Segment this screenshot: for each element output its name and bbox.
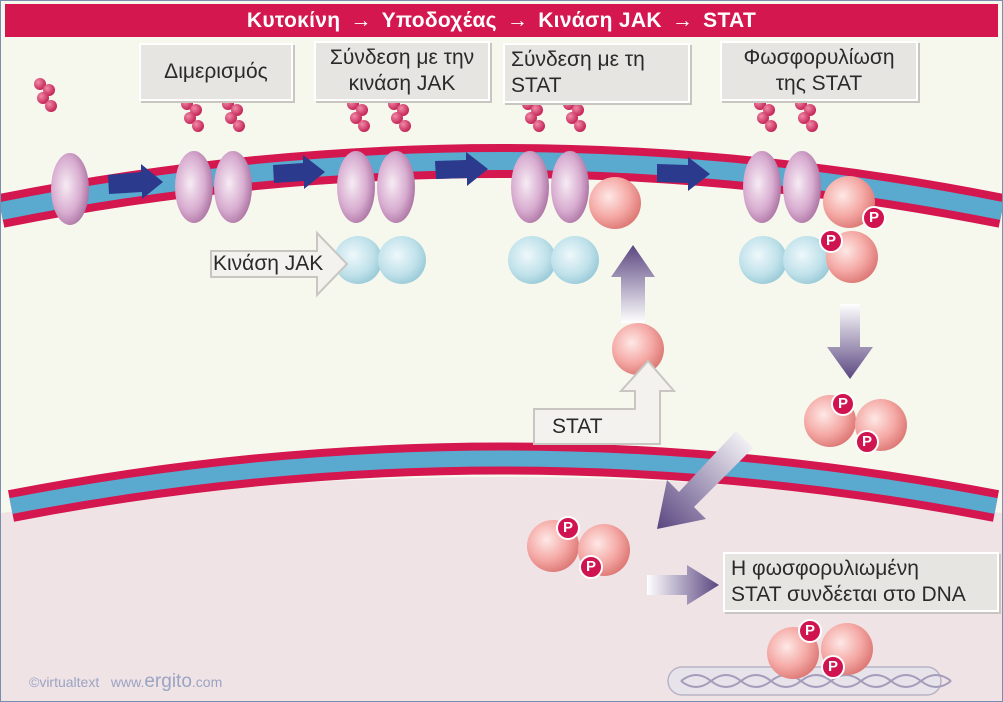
label-jak-binding: Σύνδεση με την κινάση JAK — [314, 41, 490, 101]
phosphate-label: P — [861, 433, 872, 450]
label-jak-kinase: Κινάση JAK — [213, 252, 324, 275]
credit-line: ©virtualtext www.ergito.com — [29, 671, 222, 693]
site-suffix: .com — [191, 674, 223, 690]
receptor-4 — [377, 151, 415, 223]
cytokine-3 — [347, 98, 370, 132]
label-dna-binding: Η φωσφορυλιωμένη STAT συνδέεται στο DNA — [723, 552, 999, 612]
phosphate-label: P — [827, 658, 838, 675]
jak-5 — [739, 236, 787, 284]
arrow-down-release — [827, 304, 873, 379]
cytokine-5 — [522, 98, 545, 132]
receptor-2 — [214, 151, 252, 223]
receptor-5 — [511, 151, 549, 223]
receptor-8 — [783, 151, 821, 223]
arrow-up-recruit — [611, 245, 655, 323]
stat-free — [612, 323, 664, 375]
step-arrow-3 — [435, 152, 488, 186]
receptor-1 — [175, 151, 213, 223]
cytokine-8 — [795, 98, 818, 132]
title-stat: STAT — [703, 8, 757, 32]
receptor-monomer — [51, 153, 89, 225]
site-prefix: www. — [110, 674, 145, 690]
jak-3 — [508, 236, 556, 284]
jak-2 — [378, 236, 426, 284]
label-stat: STAT — [552, 415, 603, 438]
receptor-6 — [551, 151, 589, 223]
title-bar: Κυτοκίνη → Υποδοχέας → Κινάση JAK → STAT — [5, 4, 998, 37]
step-arrow-1 — [108, 164, 163, 199]
title-cytokine: Κυτοκίνη — [246, 8, 341, 32]
label-dimerization: Διμερισμός — [139, 43, 293, 101]
phosphate-label: P — [837, 395, 848, 412]
title-arrow: → — [671, 8, 694, 32]
nuclear-membrane — [7, 442, 1000, 522]
title-jak-kinase: Κινάση JAK — [538, 8, 662, 32]
phosphate-label: P — [825, 232, 836, 249]
cytokine-6 — [563, 98, 586, 132]
cytokine-2 — [222, 98, 245, 132]
nucleus-region — [1, 477, 1002, 701]
phosphate-label: P — [562, 519, 573, 536]
label-stat-phosphorylation: Φωσφορυλίωση της STAT — [720, 41, 918, 101]
label-stat-binding: Σύνδεση με τη STAT — [503, 43, 690, 103]
arrow-into-nucleus — [657, 431, 753, 529]
phosphate-label: P — [585, 558, 596, 575]
jak-4 — [551, 236, 599, 284]
title-receptor: Υποδοχέας — [381, 8, 497, 32]
jak-pointer-arrow — [210, 230, 349, 298]
receptor-7 — [743, 151, 781, 223]
phosphate-label: P — [804, 622, 815, 639]
step-arrow-4 — [657, 157, 710, 191]
stat-pointer-arrow — [533, 359, 677, 445]
stat-bound — [589, 177, 641, 229]
arrow-to-dna — [647, 565, 719, 605]
title-arrow: → — [506, 8, 529, 32]
step-arrows — [108, 152, 710, 199]
copyright-text: ©virtualtext — [29, 674, 100, 690]
cytokine-7 — [754, 98, 777, 132]
title-arrow: → — [350, 8, 372, 32]
phosphate-label: P — [868, 209, 879, 226]
cytokine-free — [34, 78, 57, 112]
cytokine-1 — [181, 98, 204, 132]
site-name: ergito — [144, 671, 192, 692]
step-arrow-2 — [273, 155, 325, 189]
receptor-3 — [337, 151, 375, 223]
cytokine-4 — [388, 98, 411, 132]
